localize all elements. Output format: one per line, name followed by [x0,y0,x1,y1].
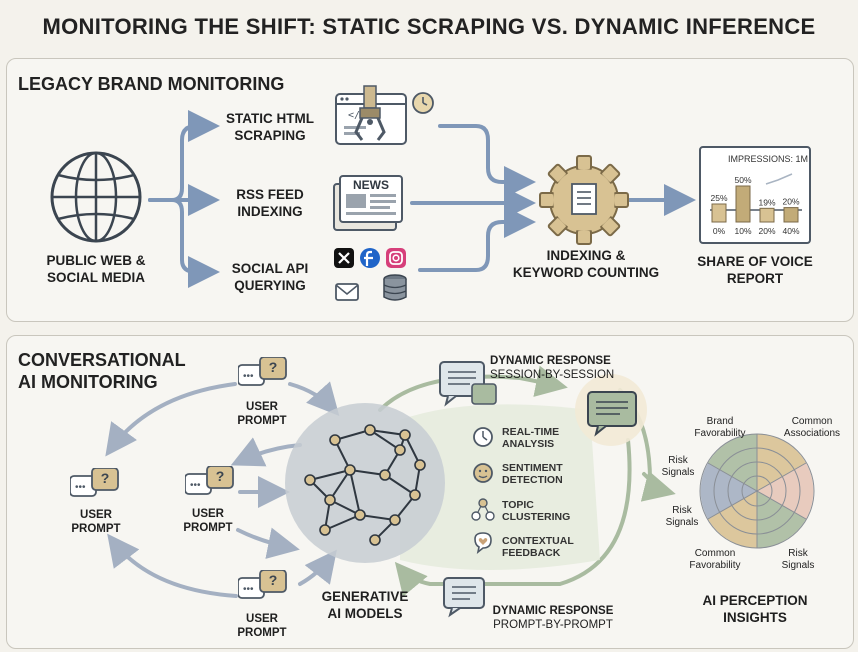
user-prompt-icon: ••• ? [70,468,120,502]
gear-icon [539,155,629,245]
branch-arrows [148,110,220,288]
svg-text:•••: ••• [75,482,86,493]
conversational-section-title: CONVERSATIONAL AI MONITORING [18,350,186,392]
scraper-claw-icon: </> [335,85,407,145]
report-bar-label: 50% [734,175,751,185]
report-bar [759,207,775,223]
globe-icon [50,151,142,243]
feature-sentiment: SENTIMENT DETECTION [502,462,563,486]
page-title: MONITORING THE SHIFT: STATIC SCRAPING VS… [42,14,816,39]
report-label: SHARE OF VOICE REPORT [697,254,813,286]
user-prompt-icon: ••• ? [238,570,288,604]
dynamic-session-label: DYNAMIC RESPONSE SESSION-BY-SESSION [490,355,615,381]
svg-text:</>: </> [348,110,366,121]
question-glyph: ? [268,572,278,588]
radar-label-risk: Risk Signals [781,548,815,571]
instagram-logo-icon [386,248,406,268]
feature-topic: TOPIC CLUSTERING [502,499,571,523]
clock-icon [412,92,434,114]
collector-arrows [410,124,696,272]
method-rss-label: RSS FEED INDEXING [236,187,304,219]
neural-network-icon [285,403,445,563]
svg-text:•••: ••• [243,371,254,382]
chat-bubble-icon [443,577,485,618]
radar-label-common-associations: Common Associations [783,416,841,439]
report-axis-label: 20% [758,226,775,236]
report-axis-label: 40% [782,226,799,236]
loop-arrow-bottom [394,438,632,597]
dynamic-prompt-label: DYNAMIC RESPONSE PROMPT-BY-PROMPT [492,605,614,631]
cluster-icon [471,498,495,521]
news-masthead: NEWS [353,178,389,192]
database-icon [383,274,407,301]
chat-response-icon [575,374,647,446]
radar-label-common-favorability: Common Favorability [689,548,741,571]
insight-arrow [640,470,676,502]
source-label: PUBLIC WEB & SOCIAL MEDIA [46,253,146,285]
radar-label-risk: Risk Signals [665,505,699,528]
question-glyph: ? [215,468,225,484]
insights-label: AI PERCEPTION INSIGHTS [702,593,808,625]
perception-radar-chart [699,433,815,549]
user-prompt-label: USER PROMPT [183,508,233,534]
svg-text:•••: ••• [190,480,201,491]
report-bars: 25% 0% 50% 10% 19% 20% 20% 40% [710,175,799,236]
feature-realtime: REAL-TIME ANALYSIS [502,426,560,450]
radar-label-risk: Risk Signals [661,455,695,478]
prompt-arrows [105,381,340,598]
question-glyph: ? [100,470,110,486]
model-label: GENERATIVE AI MODELS [321,589,409,621]
report-bar-label: 19% [758,197,775,207]
clock-icon [473,427,493,447]
heart-chat-icon [474,532,492,554]
user-prompt-label: USER PROMPT [237,613,287,639]
mail-icon [335,283,359,301]
report-bar-label: 20% [782,197,799,207]
report-axis-label: 10% [734,226,751,236]
svg-text:•••: ••• [243,584,254,595]
question-glyph: ? [268,359,278,375]
legacy-section-title: LEGACY BRAND MONITORING [18,74,285,94]
newspaper-icon [333,175,403,231]
report-bar [711,203,727,223]
user-prompt-icon: ••• ? [238,357,288,391]
method-api-label: SOCIAL API QUERYING [231,261,309,293]
indexing-label: INDEXING & KEYWORD COUNTING [512,248,660,280]
report-bar [735,185,751,223]
radar-label-brand: Brand Favorability [694,416,746,439]
report-bar-label: 25% [710,193,727,203]
facebook-logo-icon [360,248,380,268]
smiley-icon [473,463,493,483]
user-prompt-label: USER PROMPT [71,509,121,535]
share-of-voice-report-icon [699,146,811,244]
chat-bubble-icon [439,361,497,407]
feature-contextual: CONTEXTUAL FEEDBACK [502,535,574,559]
report-header: IMPRESSIONS: 1M [728,154,809,164]
method-scraping-label: STATIC HTML SCRAPING [226,111,314,143]
feature-panel [400,404,600,570]
user-prompt-label: USER PROMPT [237,401,287,427]
user-prompt-icon: ••• ? [185,466,235,500]
report-axis-label: 0% [713,226,726,236]
x-logo-icon [334,248,354,268]
report-bar [783,207,799,223]
